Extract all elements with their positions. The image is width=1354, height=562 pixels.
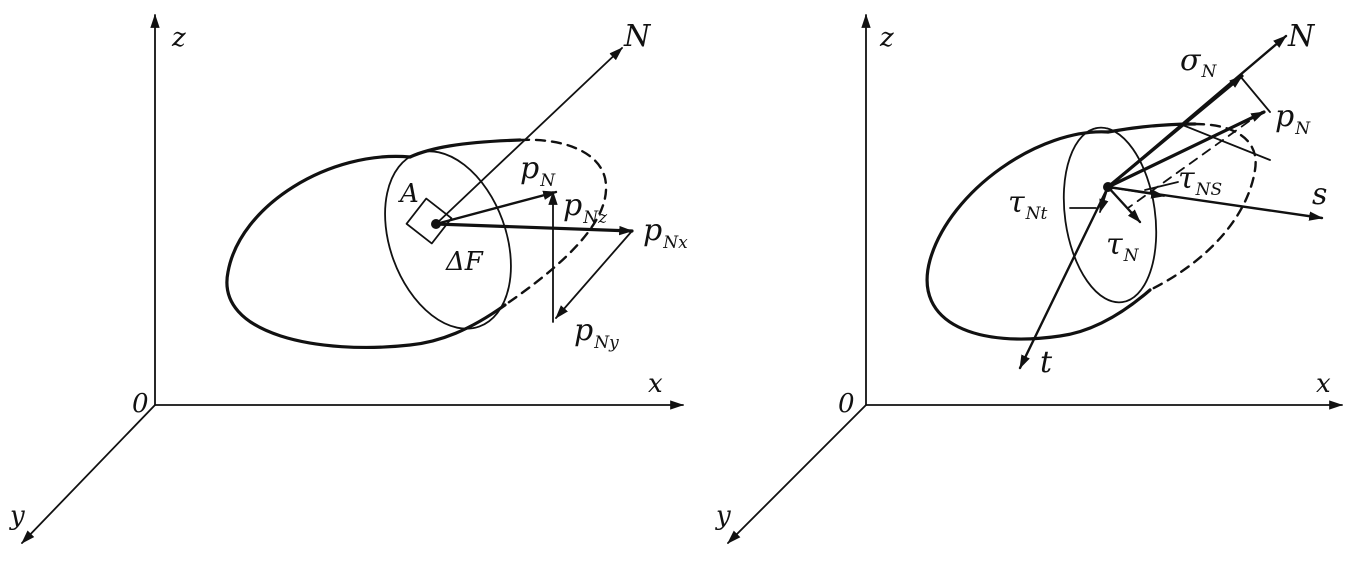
normal-n-vector [435,47,623,225]
left-z-label: z [171,23,186,53]
pn-construction-line-2 [1239,75,1271,113]
tau-ns-vector [1107,186,1166,199]
stress-pn-vector [434,190,558,226]
tau-ns-label: τNS [1178,161,1222,200]
stress-pnx-vector [434,222,634,236]
left-origin-label: 0 [132,389,149,419]
t-axis-vector [1018,185,1110,370]
area-element-square [405,197,453,245]
right-body [925,122,1257,341]
pn-construction-line-1 [1179,123,1271,161]
tau-nt-vector [1099,186,1109,214]
tau-nt-label: τNt [1008,185,1047,224]
right-body-outline [925,130,1152,341]
pn-label: pN [520,151,556,191]
right-figure: z x y 0 N σN pN [715,13,1344,544]
left-area-element: A ΔF [398,179,484,277]
left-figure: z x y 0 A ΔF N pN pNz pNx pNy [9,13,688,544]
right-y-axis [727,404,867,544]
left-y-axis [21,404,156,544]
stress-pny-vector [555,230,633,319]
point-a-label: A [398,179,419,209]
s-axis-label: s [1312,177,1327,212]
sigma-n-label: σN [1180,43,1217,82]
left-body-top [408,138,522,159]
sigma-n-vector [1106,74,1244,189]
right-normal-label: N [1287,19,1316,54]
right-z-label: z [879,23,894,53]
t-axis-label: t [1040,345,1053,380]
left-axes: z x y 0 [9,13,685,544]
right-axes: z x y 0 [715,13,1344,544]
pnz-label: pNz [563,188,608,228]
tau-n-label: τN [1106,227,1140,266]
left-y-label: y [9,501,25,531]
tau-n-vector [1106,185,1142,224]
tau-ns-leader [1144,181,1179,191]
area-label: ΔF [445,247,484,277]
left-body-outline [225,154,507,350]
right-vectors: N σN pN τNS τNt τN s t [1008,19,1327,380]
right-y-label: y [715,501,731,531]
right-pn-label: pN [1275,99,1311,139]
left-x-label: x [648,369,663,399]
pnx-label: pNx [643,213,688,253]
pny-label: pNy [574,313,619,353]
left-section-ellipse [384,150,512,330]
right-x-label: x [1316,369,1331,399]
left-normal-label: N [623,19,652,54]
right-section-ellipse [1062,126,1158,304]
left-body-hidden-edge [503,138,608,307]
left-body [225,138,608,350]
left-vectors: N pN pNz pNx pNy [434,19,688,353]
right-pn-vector [1106,110,1266,189]
right-origin-label: 0 [838,389,855,419]
